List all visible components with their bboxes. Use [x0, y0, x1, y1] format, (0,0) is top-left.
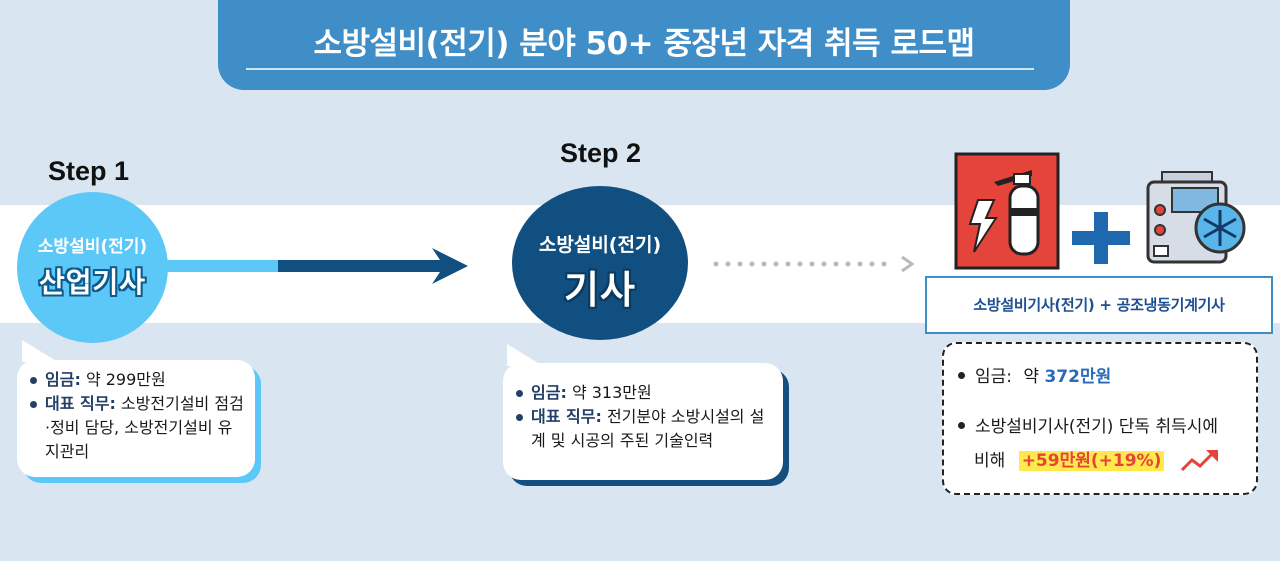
step1-info-bubble: 임금: 약 299만원 대표 직무: 소방전기설비 점검·정비 담당, 소방전기…	[17, 360, 255, 477]
step1-salary-value: 약 299만원	[85, 370, 166, 389]
step1-circle-sub: 소방설비(전기)	[37, 237, 148, 257]
plus-icon	[1072, 212, 1130, 264]
step1-salary-label: 임금:	[45, 370, 81, 389]
step2-salary-item: 임금: 약 313만원	[513, 381, 773, 405]
step1-circle-main: 산업기사	[38, 266, 147, 299]
bubble1-tail	[22, 340, 58, 362]
combo-salary-label: 임금:	[975, 367, 1013, 387]
combo-salary-row: 임금: 약 372만원	[958, 362, 1111, 387]
step1-circle: 소방설비(전기) 산업기사	[17, 192, 168, 343]
combo-increase: +59만원(+19%)	[1018, 451, 1165, 471]
step2-duty-value: 전기분야 소방시설의 설계 및 시공의 주된 기술인력	[531, 407, 765, 450]
title-underline	[246, 68, 1034, 70]
step1-duty-item: 대표 직무: 소방전기설비 점검·정비 담당, 소방전기설비 유지관리	[27, 392, 245, 464]
step1-label: Step 1	[48, 156, 130, 186]
step1-duty-label: 대표 직무:	[45, 394, 116, 413]
fire-extinguisher-electric-icon	[954, 152, 1060, 270]
step1-duty-value: 소방전기설비 점검·정비 담당, 소방전기설비 유지관리	[45, 394, 244, 461]
combo-detail-box: 임금: 약 372만원 소방설비기사(전기) 단독 취득시에 비해 +59만원(…	[942, 342, 1258, 495]
combo-title: 소방설비기사(전기) + 공조냉동기계기사	[925, 276, 1273, 334]
step2-circle-sub: 소방설비(전기)	[538, 234, 662, 256]
step2-label: Step 2	[560, 138, 642, 168]
combo-compare-row: 소방설비기사(전기) 단독 취득시에	[958, 412, 1218, 437]
step2-info-bubble: 임금: 약 313만원 대표 직무: 전기분야 소방시설의 설계 및 시공의 주…	[503, 363, 783, 480]
combo-salary-prefix: 약	[1023, 367, 1040, 387]
combo-compare-line2: 비해	[974, 451, 1006, 471]
combo-compare-line1: 소방설비기사(전기) 단독 취득시에	[975, 417, 1219, 437]
refrigeration-unit-icon	[1146, 171, 1246, 264]
bubble2-tail	[507, 344, 543, 366]
page-title: 소방설비(전기) 분야 50+ 중장년 자격 취득 로드맵	[313, 26, 975, 62]
bullet-dot	[958, 422, 965, 429]
step2-circle-main: 기사	[564, 268, 636, 312]
combo-compare-row2: 비해 +59만원(+19%)	[974, 446, 1165, 471]
step2-salary-value: 약 313만원	[571, 383, 652, 402]
step1-salary-item: 임금: 약 299만원	[27, 368, 245, 392]
step2-duty-item: 대표 직무: 전기분야 소방시설의 설계 및 시공의 주된 기술인력	[513, 405, 773, 453]
step2-duty-label: 대표 직무:	[531, 407, 602, 426]
step2-salary-label: 임금:	[531, 383, 567, 402]
arrow-right-icon	[160, 248, 468, 284]
step2-circle: 소방설비(전기) 기사	[512, 186, 688, 340]
bullet-dot	[958, 372, 965, 379]
combo-salary-value: 372만원	[1044, 367, 1112, 387]
title-banner: 소방설비(전기) 분야 50+ 중장년 자격 취득 로드맵	[218, 0, 1070, 90]
dotted-arrow-icon	[713, 255, 915, 273]
trend-up-icon	[1180, 450, 1218, 472]
